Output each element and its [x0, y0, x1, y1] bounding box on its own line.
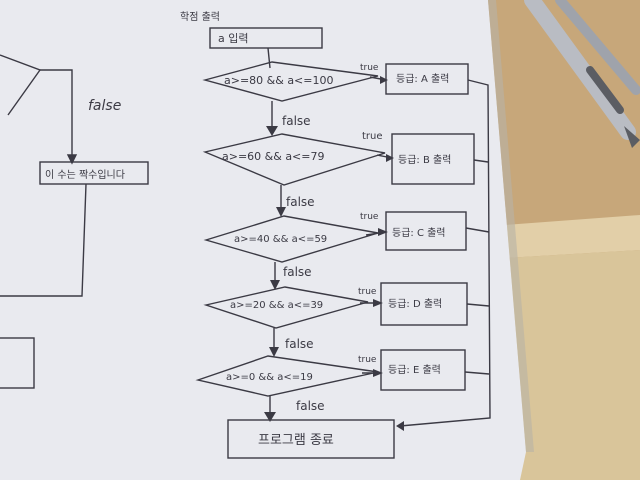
decision-3-condition: a>=40 && a<=59 — [234, 234, 327, 245]
chart-header: 학점 출력 — [180, 11, 220, 23]
decision-2-diamond — [202, 133, 386, 186]
decision-5-condition: a>=0 && a<=19 — [226, 372, 313, 383]
arrowheads — [264, 76, 404, 431]
output-3-text: 등급: C 출력 — [392, 227, 446, 239]
left-flowchart-fragment — [0, 54, 149, 389]
decision-2-yes: true — [362, 131, 383, 142]
output-5-box — [380, 349, 466, 391]
decision-1-diamond — [202, 61, 379, 102]
decision-3-no: false — [283, 265, 312, 279]
decision-2-condition: a>=60 && a<=79 — [222, 150, 325, 163]
output-4-text: 등급: D 출력 — [388, 298, 442, 310]
decision-5-yes: true — [358, 355, 377, 365]
paper-shadow — [488, 0, 534, 452]
paper-sheet — [0, 0, 526, 480]
decision-4-condition: a>=20 && a<=39 — [230, 300, 323, 311]
decision-5-no: false — [296, 399, 325, 413]
output-2-text: 등급: B 출력 — [398, 154, 451, 166]
output-3-box — [385, 211, 467, 251]
left-false-label: false — [88, 98, 121, 114]
decision-1-condition: a>=80 && a<=100 — [224, 74, 334, 87]
end-box-text: 프로그램 종료 — [258, 433, 334, 448]
input-box-text: a 입력 — [218, 32, 248, 45]
decision-1-no: false — [282, 114, 311, 128]
output-5-text: 등급: E 출력 — [388, 364, 441, 376]
desk-lower — [505, 250, 640, 480]
decision-2-no: false — [286, 195, 315, 209]
output-1-text: 등급: A 출력 — [396, 73, 449, 85]
left-box-text: 이 수는 짝수입니다 — [45, 168, 125, 181]
end-box — [227, 419, 395, 459]
pen — [524, 0, 640, 148]
decision-4-yes: true — [358, 287, 377, 297]
desk-edge — [505, 215, 640, 258]
decision-3-yes: true — [360, 212, 379, 222]
decision-1-yes: true — [360, 63, 379, 73]
decision-4-diamond — [203, 286, 369, 329]
decision-4-no: false — [285, 337, 314, 351]
input-box — [209, 27, 323, 49]
